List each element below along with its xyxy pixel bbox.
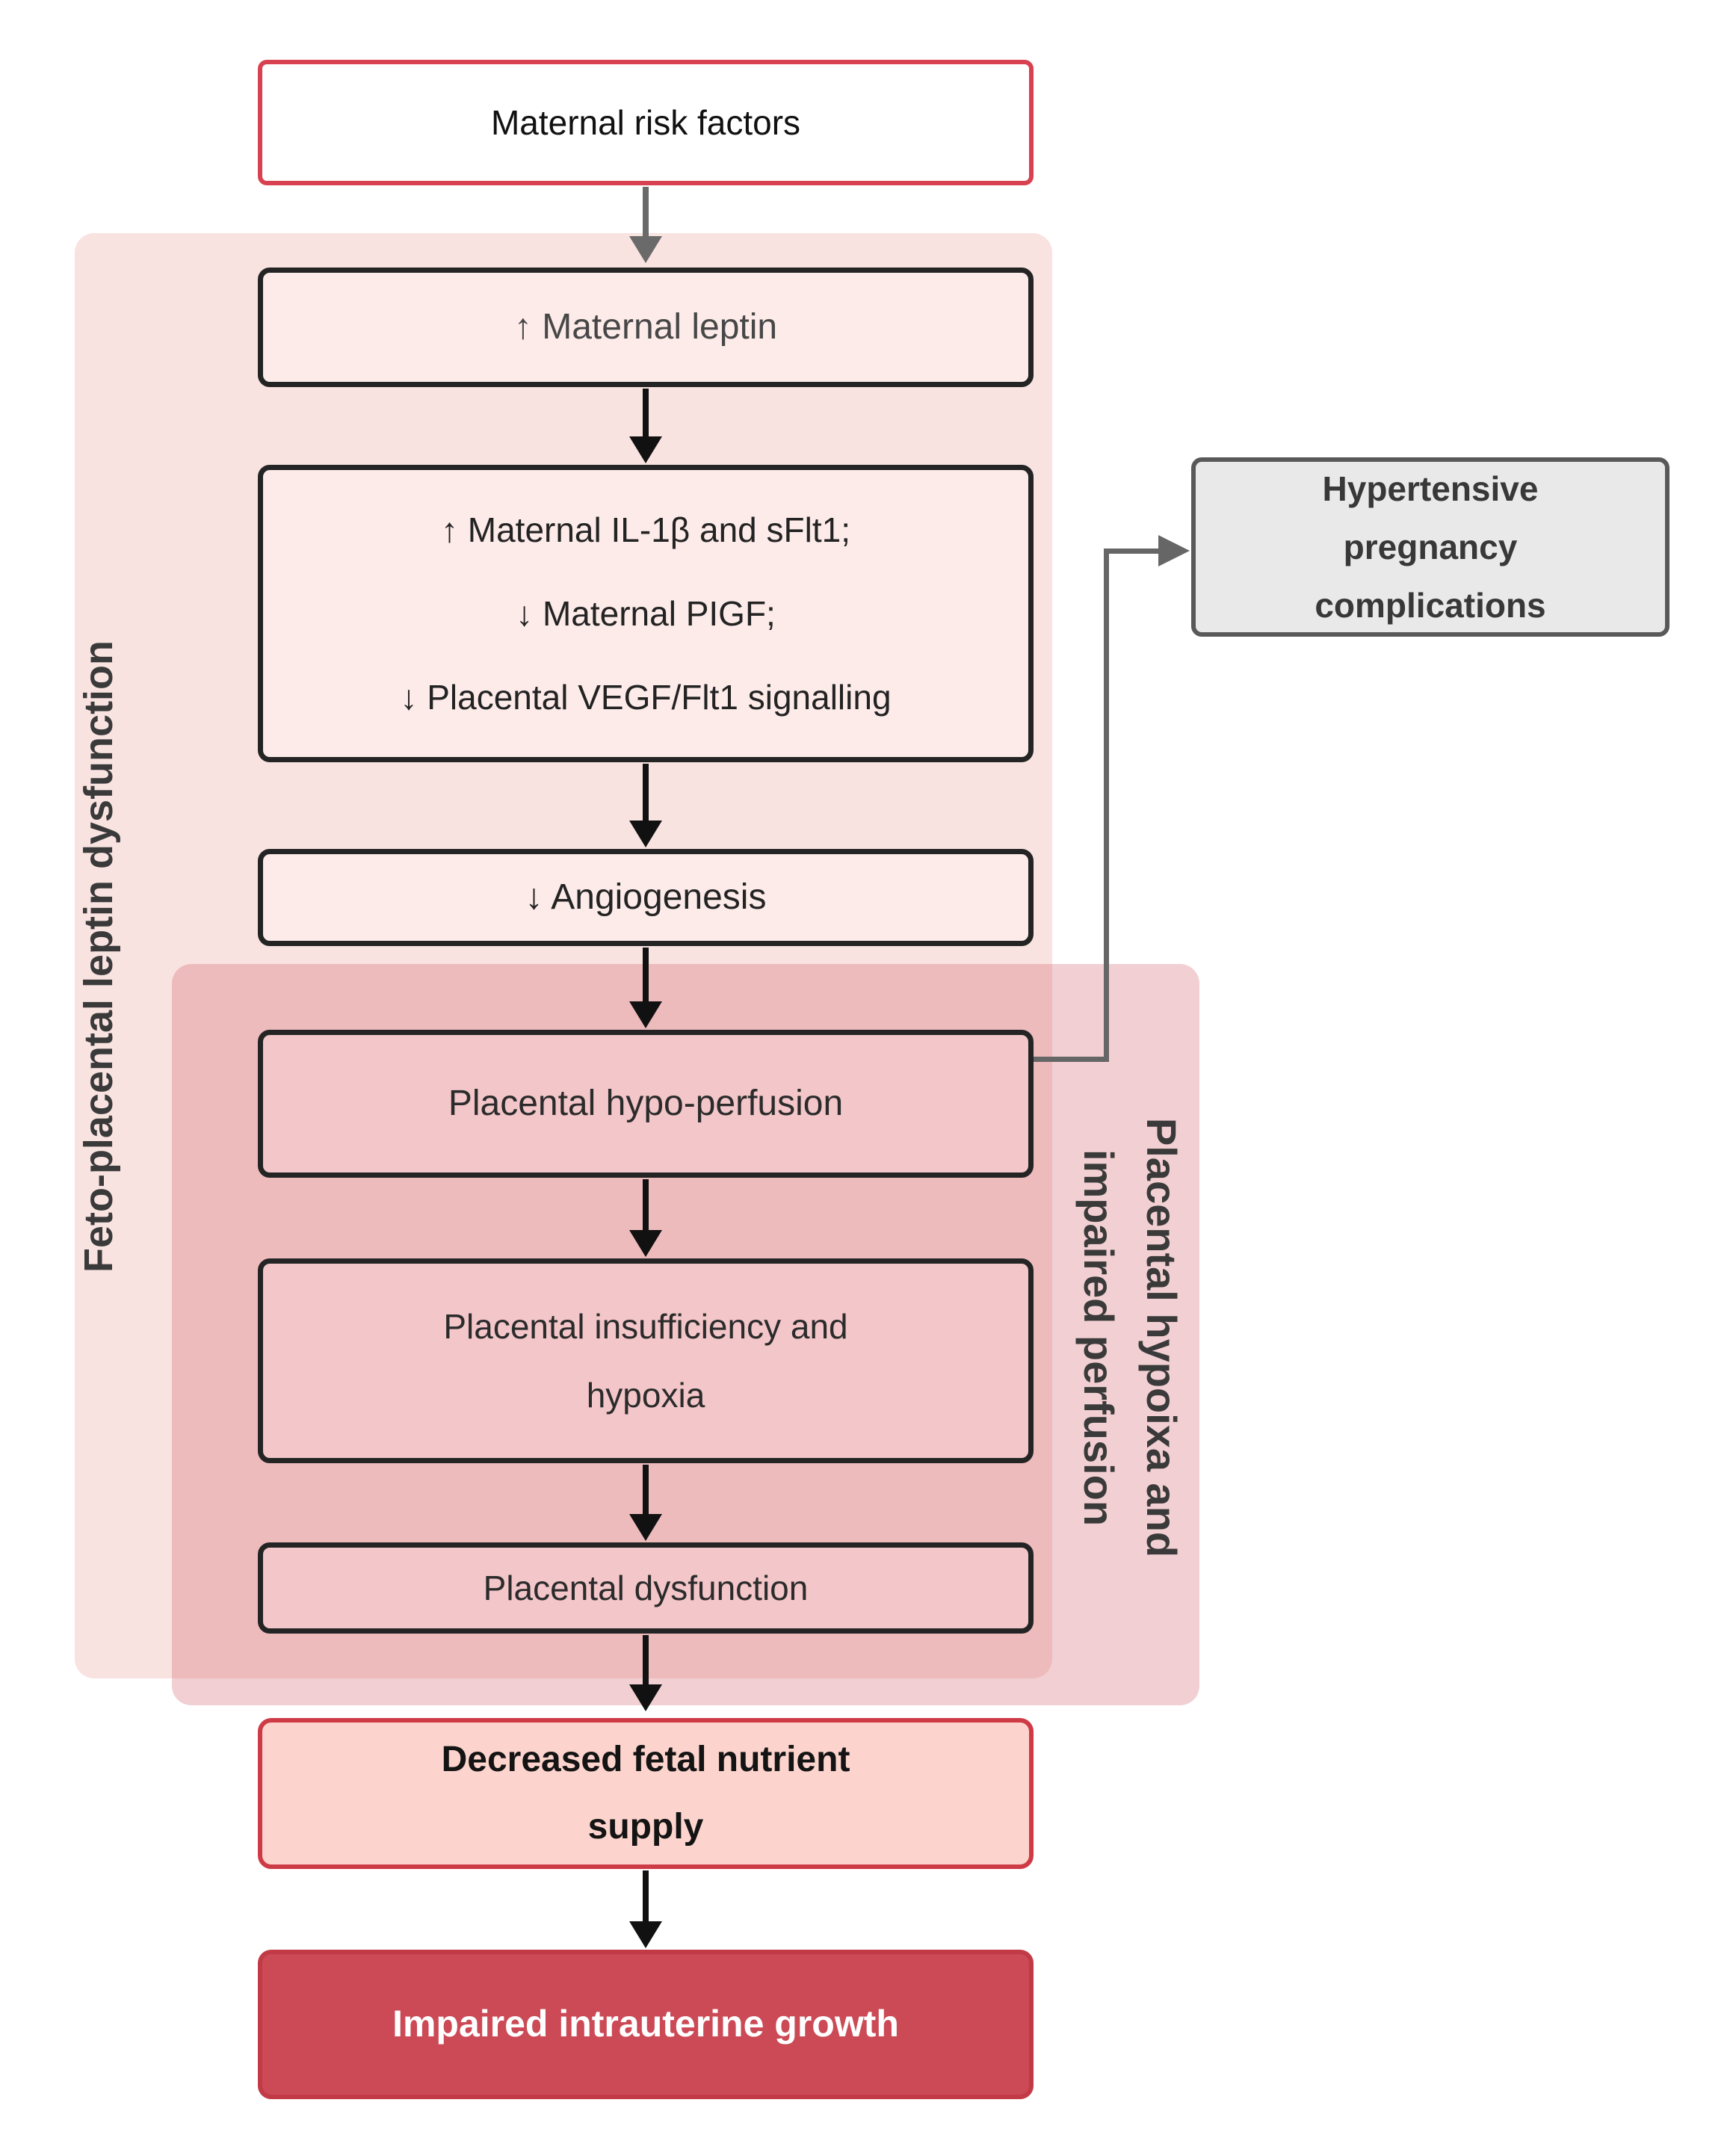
node-insufficiency-line-2: hypoxia [586,1376,705,1415]
node-maternal-risk-factors-label: Maternal risk factors [490,102,801,142]
side-label-right-line-1: Placental hypoixa and [1138,1117,1185,1558]
node-maternal-leptin: ↑ Maternal leptin [258,268,1034,387]
side-label-placental-hypoxia-impaired-perfusion: Placental hypoixa and impaired perfusion [1067,1118,1193,1557]
arrow-insufficiency-to-dysfunction-icon [643,1465,649,1516]
node-angiogenesis: ↓ Angiogenesis [258,849,1034,946]
elbow-connector-horizontal-bottom [1034,1057,1109,1062]
arrow-hypoperfusion-to-insufficiency-icon [643,1179,649,1232]
node-mediators: ↑ Maternal IL-1β and sFlt1; ↓ Maternal P… [258,465,1034,762]
node-hypertensive-line-3: complications [1315,586,1546,625]
node-impaired-intrauterine-growth: Impaired intrauterine growth [258,1950,1034,2099]
node-placental-dysfunction-label: Placental dysfunction [483,1568,809,1607]
arrow-mediators-to-angiogenesis-icon [643,764,649,822]
node-mediators-line-1: ↑ Maternal IL-1β and sFlt1; [440,510,851,549]
node-mediators-line-3: ↓ Placental VEGF/Flt1 signalling [400,678,892,717]
arrow-nutrient-to-growth-icon [643,1870,649,1923]
node-maternal-risk-factors: Maternal risk factors [258,60,1034,185]
arrow-angiogenesis-to-hypoperfusion-icon [643,948,649,1003]
arrow-dysfunction-to-nutrient-icon [643,1635,649,1686]
node-hypertensive-pregnancy-complications: Hypertensive pregnancy complications [1191,457,1669,637]
node-placental-hypo-perfusion: Placental hypo-perfusion [258,1030,1034,1178]
elbow-connector-horizontal-top [1106,549,1160,554]
node-nutrient-line-2: supply [587,1807,704,1847]
side-label-feto-placental-leptin-dysfunction: Feto-placental leptin dysfunction [76,640,121,1273]
node-maternal-leptin-label: ↑ Maternal leptin [513,306,778,347]
elbow-connector-vertical [1104,549,1109,1062]
node-placental-hypo-perfusion-label: Placental hypo-perfusion [448,1083,844,1123]
node-placental-dysfunction: Placental dysfunction [258,1542,1034,1634]
arrow-risk-to-leptin-icon [643,187,649,238]
elbow-connector-arrowhead-icon [1158,535,1190,566]
node-angiogenesis-label: ↓ Angiogenesis [525,877,767,917]
node-impaired-intrauterine-growth-label: Impaired intrauterine growth [392,2003,899,2045]
node-nutrient-line-1: Decreased fetal nutrient [441,1740,850,1779]
node-insufficiency-line-1: Placental insufficiency and [443,1307,848,1346]
arrow-leptin-to-mediators-icon [643,389,649,438]
side-label-right-line-2: impaired perfusion [1075,1149,1122,1527]
node-mediators-line-2: ↓ Maternal PIGF; [516,594,776,633]
node-hypertensive-line-2: pregnancy [1343,528,1518,566]
node-decreased-fetal-nutrient-supply: Decreased fetal nutrient supply [258,1718,1034,1869]
node-placental-insufficiency-hypoxia: Placental insufficiency and hypoxia [258,1258,1034,1463]
node-hypertensive-line-1: Hypertensive [1322,469,1539,508]
